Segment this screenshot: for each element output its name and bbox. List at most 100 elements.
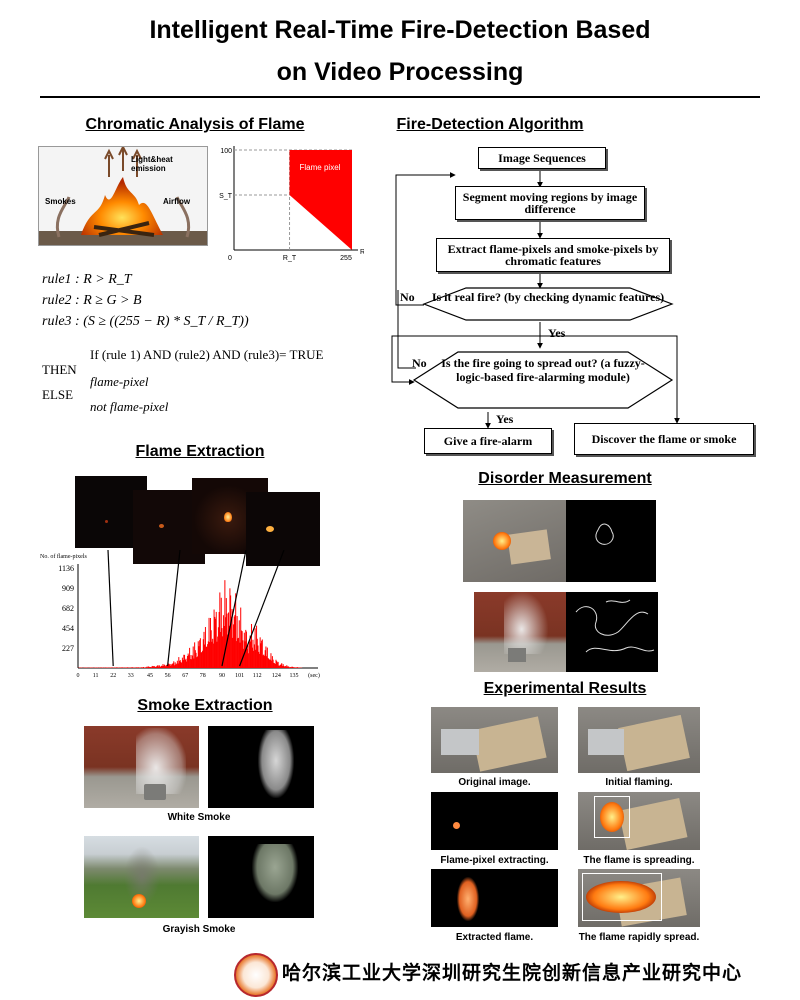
white-smoke-mask <box>208 726 314 808</box>
exp-caption-spreading: The flame is spreading. <box>583 855 695 866</box>
x-tick-label: 33 <box>128 673 134 679</box>
poster-title-line1: Intelligent Real-Time Fire-Detection Bas… <box>149 16 651 44</box>
white-smoke-photo <box>84 726 199 808</box>
exp-photo-pixel-extract <box>431 792 558 850</box>
flame-extraction-title: Flame Extraction <box>135 443 265 460</box>
x-tick-label: 101 <box>235 673 244 679</box>
rule-2: rule2 : R ≥ G > B <box>42 293 142 308</box>
y-tick-label: S_T <box>219 193 233 200</box>
rule-3: rule3 : (S ≥ ((255 − R) * S_T / R_T)) <box>42 314 249 329</box>
bucket <box>508 648 526 662</box>
step-fire-alarm: Give a fire-alarm <box>424 428 552 454</box>
flame-illustration-drawing <box>39 144 207 245</box>
x-tick-label: 135 <box>290 673 299 679</box>
title-divider <box>40 96 760 98</box>
flame-spark <box>105 520 108 523</box>
paper-bundle <box>588 729 624 755</box>
x-tick-label: 124 <box>272 673 281 679</box>
exp-caption-pixel-extract: Flame-pixel extracting. <box>440 855 549 866</box>
exp-caption-initial: Initial flaming. <box>605 777 673 788</box>
disorder-contour-2 <box>566 592 658 672</box>
disorder-section-title: Disorder Measurement <box>478 470 652 487</box>
x-tick-label: 11 <box>93 673 99 679</box>
fire-spot <box>453 822 460 829</box>
y-tick-label: 454 <box>62 624 74 633</box>
logic-else-result: not flame-pixel <box>90 399 169 414</box>
region-label: Flame pixel <box>300 163 341 172</box>
diamond-spread <box>412 351 674 409</box>
x-tick-label: R_T <box>283 255 297 262</box>
y-tick-label: 1136 <box>58 564 74 573</box>
x-tick-label: 0 <box>77 673 80 679</box>
smoke-extraction-title: Smoke Extraction <box>137 697 273 714</box>
flame-spark <box>159 524 164 528</box>
x-axis-label: (sec) <box>308 672 320 679</box>
exp-caption-extracted: Extracted flame. <box>455 932 534 943</box>
step-spread: Is the fire going to spread out? (a fuzz… <box>441 356 645 384</box>
label-no-1: No <box>400 290 415 304</box>
smoke-mask-region <box>252 844 298 902</box>
x-tick-label: 45 <box>147 673 153 679</box>
institution-logo <box>234 953 278 997</box>
exp-caption-rapid: The flame rapidly spread. <box>578 932 700 943</box>
flame-illustration: Light&heat emission Smokes Airflow <box>38 144 208 246</box>
grayish-smoke-mask <box>208 836 314 918</box>
step-real-fire: Is it real fire? (by checking dynamic fe… <box>431 290 665 304</box>
poster-title-line2: on Video Processing <box>276 58 524 86</box>
cardboard <box>507 529 551 565</box>
flame-pixel-region <box>289 150 352 250</box>
bucket <box>144 784 166 800</box>
white-smoke-caption: White Smoke <box>167 812 231 823</box>
logic-then: THEN <box>42 362 77 377</box>
exp-photo-rapid <box>578 869 700 927</box>
chromatic-section-title: Chromatic Analysis of Flame <box>85 116 305 133</box>
smoke-mask-region <box>258 730 294 798</box>
detection-box <box>594 796 630 838</box>
cardboard <box>471 716 547 772</box>
grayish-smoke-caption: Grayish Smoke <box>162 924 236 935</box>
exp-caption-original: Original image. <box>458 777 531 788</box>
contour-drawing <box>575 599 655 653</box>
experimental-section-title: Experimental Results <box>483 680 647 697</box>
x-tick-label: 255 <box>340 255 352 262</box>
flame-spark <box>224 512 232 522</box>
exp-photo-spreading <box>578 792 700 850</box>
diamond-real-fire <box>422 287 674 321</box>
airflow-label: Airflow <box>163 197 191 206</box>
step-segment: Segment moving regions by image differen… <box>455 186 645 220</box>
contour-drawing <box>595 523 614 545</box>
exp-photo-extracted <box>431 869 558 927</box>
x-tick-label: 90 <box>219 673 225 679</box>
flame-spark <box>266 526 274 532</box>
fire-spot <box>600 802 624 832</box>
y-tick-label: 682 <box>62 604 74 613</box>
cardboard <box>618 714 690 772</box>
detection-box <box>582 873 662 921</box>
x-tick-label: 56 <box>165 673 171 679</box>
smoke-plume <box>136 728 186 794</box>
y-tick-label: 227 <box>62 644 74 653</box>
x-tick-label: 67 <box>182 673 188 679</box>
x-tick-label: 22 <box>110 673 116 679</box>
exp-photo-initial <box>578 707 700 773</box>
step-image-sequences: Image Sequences <box>478 147 606 169</box>
disorder-contour-1 <box>566 500 656 582</box>
rule-1: rule1 : R > R_T <box>42 272 132 287</box>
step-extract: Extract flame-pixels and smoke-pixels by… <box>436 238 670 272</box>
disorder-photo-1 <box>463 500 566 582</box>
institution-name: 哈尔滨工业大学深圳研究生院创新信息产业研究中心 <box>282 962 743 984</box>
y-axis-label: No. of flame-pixels <box>40 553 87 560</box>
frame-pointer-arrow <box>221 550 247 667</box>
label-yes-1: Yes <box>548 326 566 340</box>
frame-pointer-arrow <box>239 550 285 667</box>
x-tick-label: 112 <box>253 673 262 679</box>
exp-photo-original <box>431 707 558 773</box>
label-no-2: No <box>412 356 427 370</box>
smokes-label: Smokes <box>45 197 76 206</box>
paper-bundle <box>441 729 479 755</box>
y-tick-label: 100 <box>220 148 232 155</box>
extracted-flame <box>457 877 479 921</box>
x-tick-label: 0 <box>228 255 232 262</box>
